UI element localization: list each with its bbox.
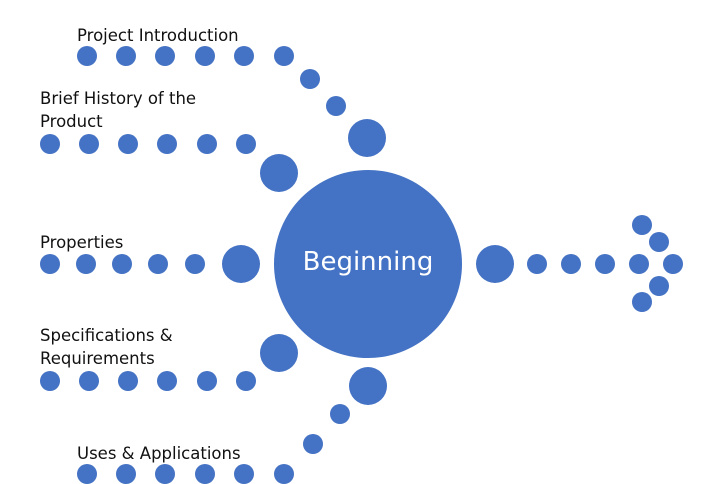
dot [155,46,175,66]
center-node-label: Beginning [302,247,434,277]
dot [330,404,350,424]
label-brief-history: Brief History of the Product [40,87,196,133]
dot [197,371,217,391]
dot [40,371,60,391]
dot [77,464,97,484]
label-project-introduction: Project Introduction [77,24,239,47]
dot [527,254,547,274]
label-line: Uses & Applications [77,444,241,463]
dot [348,119,386,157]
dot [77,46,97,66]
center-node [274,170,462,358]
dot [195,464,215,484]
dot [155,464,175,484]
label-line: Requirements [40,349,155,368]
label-line: Properties [40,233,124,252]
dot [234,464,254,484]
dot [632,215,652,235]
label-properties: Properties [40,231,123,254]
dot [222,245,260,283]
dot [349,367,387,405]
dot [116,464,136,484]
branch-dots-history [40,134,298,192]
dot [663,254,683,274]
branch-dots-uses [77,367,387,484]
dot [649,232,669,252]
dot [195,46,215,66]
dot [197,134,217,154]
branch-dots-intro [77,46,386,157]
label-specifications-requirements: Specifications & Requirements [40,324,173,370]
dot [476,245,514,283]
dot [112,254,132,274]
dot [40,254,60,274]
dot [116,46,136,66]
branch-dots-specs [40,334,298,391]
dot [595,254,615,274]
dot [157,371,177,391]
dot [157,134,177,154]
dot [260,154,298,192]
label-line: Brief History of the [40,89,197,108]
label-uses-applications: Uses & Applications [77,442,241,465]
label-line: Product [40,112,103,131]
dot [79,134,99,154]
dot [234,46,254,66]
dot [274,46,294,66]
dot [185,254,205,274]
dot [148,254,168,274]
dot [561,254,581,274]
dot [629,254,649,274]
dot [76,254,96,274]
dot [236,134,256,154]
branch-dots-properties [40,245,260,283]
label-line: Project Introduction [77,26,239,45]
label-line: Specifications & [40,326,173,345]
dot [260,334,298,372]
dot [79,371,99,391]
dot [118,371,138,391]
output-arrow-dots [476,215,683,312]
dot [118,134,138,154]
dot [649,276,669,296]
dot [632,292,652,312]
dot [236,371,256,391]
dot [300,69,320,89]
dot [303,434,323,454]
dot [326,96,346,116]
dot [274,464,294,484]
dot [40,134,60,154]
